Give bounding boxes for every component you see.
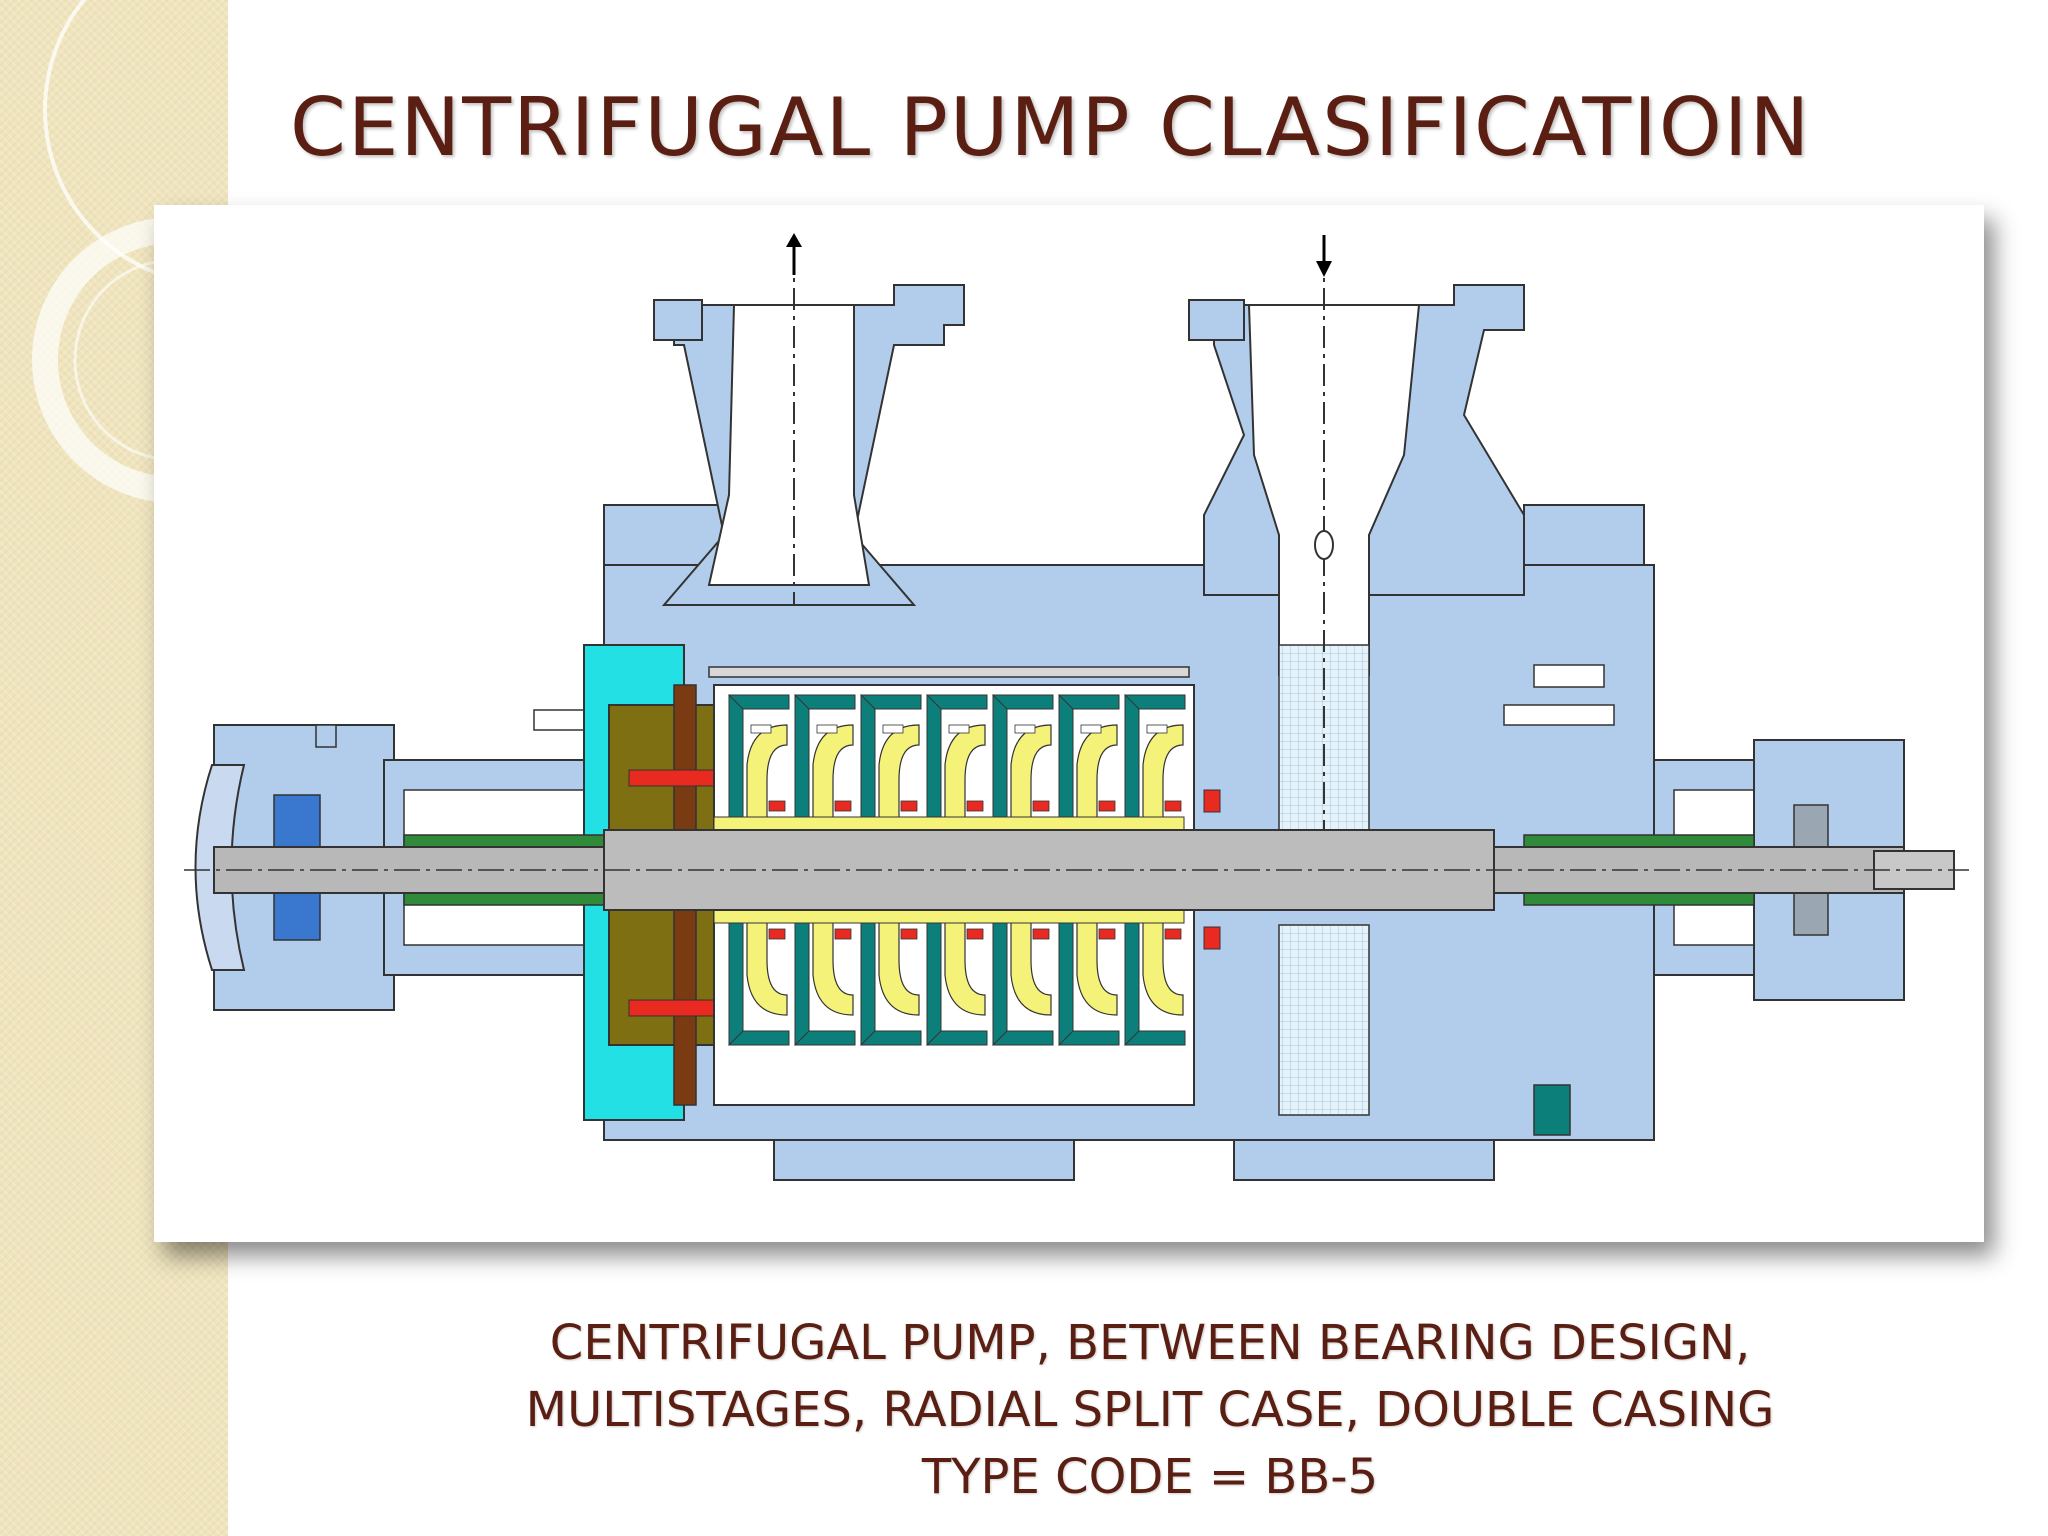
slide-caption: CENTRIFUGAL PUMP, BETWEEN BEARING DESIGN… [330,1310,1970,1511]
diffuser-cap-top [793,694,856,710]
impeller-hub-top [713,816,1185,832]
impeller-top [878,724,920,831]
impeller-bottom [878,909,920,1016]
diffuser-wall-top [860,694,876,826]
diffuser-cap-top [1123,694,1186,710]
diffuser-wall-top [926,694,942,826]
suction-wear-ring-bottom [1203,926,1221,950]
wear-ring-bottom [768,928,786,940]
stage-key [1080,724,1102,734]
diffuser-cap-bottom [925,1030,988,1046]
diffuser-cap-bottom [793,1030,856,1046]
stage-key [948,724,970,734]
impeller-top [944,724,986,831]
diffuser-cap-bottom [991,1030,1054,1046]
pump-cross-section-diagram [184,233,1969,1181]
wear-ring-bottom [900,928,918,940]
impeller-top [1010,724,1052,831]
caption-line-3: TYPE CODE = BB-5 [921,1449,1379,1505]
discharge-up-arrow [786,233,802,275]
suction-down-arrow [1316,235,1332,277]
diffuser-wall-top [728,694,744,826]
diffuser-wall-bottom [926,914,942,1046]
slide-title: CENTRIFUGAL PUMP CLASIFICATIOIN [290,81,1812,174]
impeller-top [746,724,788,831]
impeller-bottom [1076,909,1118,1016]
caption-line-2: MULTISTAGES, RADIAL SPLIT CASE, DOUBLE C… [525,1382,1775,1438]
wear-ring-bottom [966,928,984,940]
diffuser-wall-top [1058,694,1074,826]
diffuser-wall-bottom [860,914,876,1046]
stage-key [816,724,838,734]
diffuser-wall-bottom [1124,914,1140,1046]
wear-ring-top [900,800,918,812]
discharge-nozzle [653,250,965,606]
diffuser-wall-top [992,694,1008,826]
diffuser-cap-top [727,694,790,710]
wear-ring-top [1164,800,1182,812]
impeller-bottom [812,909,854,1016]
diffuser-cap-bottom [1057,1030,1120,1046]
diffuser-cap-top [1057,694,1120,710]
diffuser-wall-top [794,694,810,826]
diffuser-wall-bottom [1058,914,1074,1046]
diffuser-cap-top [925,694,988,710]
impeller-hub-bottom [713,908,1185,924]
stage-key [750,724,772,734]
pump-shaft [184,829,1969,911]
suction-wear-ring-top [1203,789,1221,813]
wear-ring-bottom [834,928,852,940]
impeller-bottom [944,909,986,1016]
stage-key [882,724,904,734]
diffuser-cap-top [991,694,1054,710]
impeller-bottom [746,909,788,1016]
pump-cross-section-frame [154,205,1984,1242]
impeller-bottom [1142,909,1184,1016]
diffuser-cap-bottom [727,1030,790,1046]
wear-ring-top [966,800,984,812]
tie-bolt [708,666,1190,678]
impeller-top [1142,724,1184,831]
impeller-top [812,724,854,831]
diffuser-cap-top [859,694,922,710]
impeller-bottom [1010,909,1052,1016]
wear-ring-top [1032,800,1050,812]
diffuser-cap-bottom [859,1030,922,1046]
diffuser-wall-bottom [794,914,810,1046]
wear-ring-bottom [1098,928,1116,940]
diffuser-wall-top [1124,694,1140,826]
suction-nozzle [1188,250,1525,1116]
wear-ring-top [768,800,786,812]
diffuser-cap-bottom [1123,1030,1186,1046]
stage-key [1146,724,1168,734]
impeller-top [1076,724,1118,831]
stage-key [1014,724,1036,734]
wear-ring-top [834,800,852,812]
diffuser-wall-bottom [992,914,1008,1046]
wear-ring-bottom [1164,928,1182,940]
diffuser-wall-bottom [728,914,744,1046]
wear-ring-top [1098,800,1116,812]
caption-line-1: CENTRIFUGAL PUMP, BETWEEN BEARING DESIGN… [549,1315,1751,1371]
wear-ring-bottom [1032,928,1050,940]
